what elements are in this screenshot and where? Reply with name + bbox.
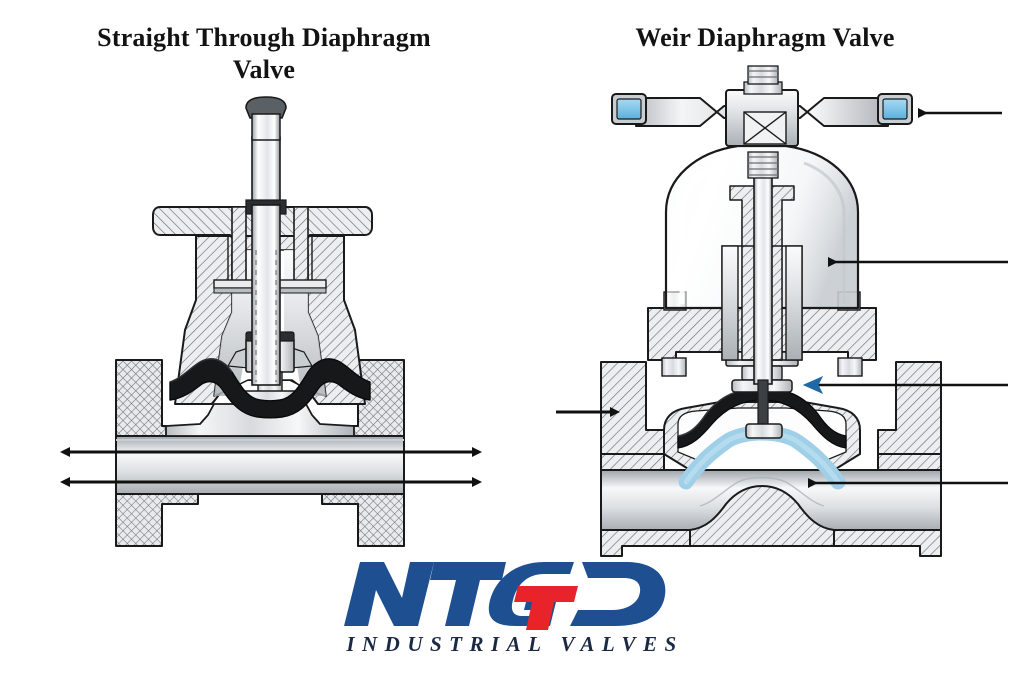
left-rising-stem [245,96,287,386]
right-flange-right-top [877,361,942,455]
page-title-right: Weir Diaphragm Valve [635,23,895,52]
right-callouts [806,108,1008,488]
handwheel-nut [743,65,783,95]
right-valve-drawing [556,65,1008,557]
weir [689,485,835,547]
right-flange-left-top [600,361,665,455]
right-stem-shaft [753,159,773,385]
page-title-left: Straight Through Diaphragm Valve [34,22,494,85]
logo-tagline: INDUSTRIAL VALVES [346,632,684,656]
left-flow-arrows [60,447,482,487]
logo-wordmark [344,562,666,630]
callout-diaphragm-arrowhead [802,375,824,395]
left-stem-shaft [251,204,281,386]
left-stem-cap [245,96,287,119]
title-left-line1: Straight Through Diaphragm [97,23,431,52]
left-diaphragm [169,358,371,419]
right-stem-assembly [721,151,803,439]
title-left-line2: Valve [232,54,296,84]
left-valve-bore [115,435,405,495]
left-valve-drawing [60,96,482,547]
left-flange-left [115,359,199,547]
left-valve-body [115,359,405,547]
company-logo: INDUSTRIAL VALVES [330,556,700,668]
stem-thread-rings [747,151,779,179]
right-handwheel [611,65,913,147]
logo-letters [344,562,666,630]
